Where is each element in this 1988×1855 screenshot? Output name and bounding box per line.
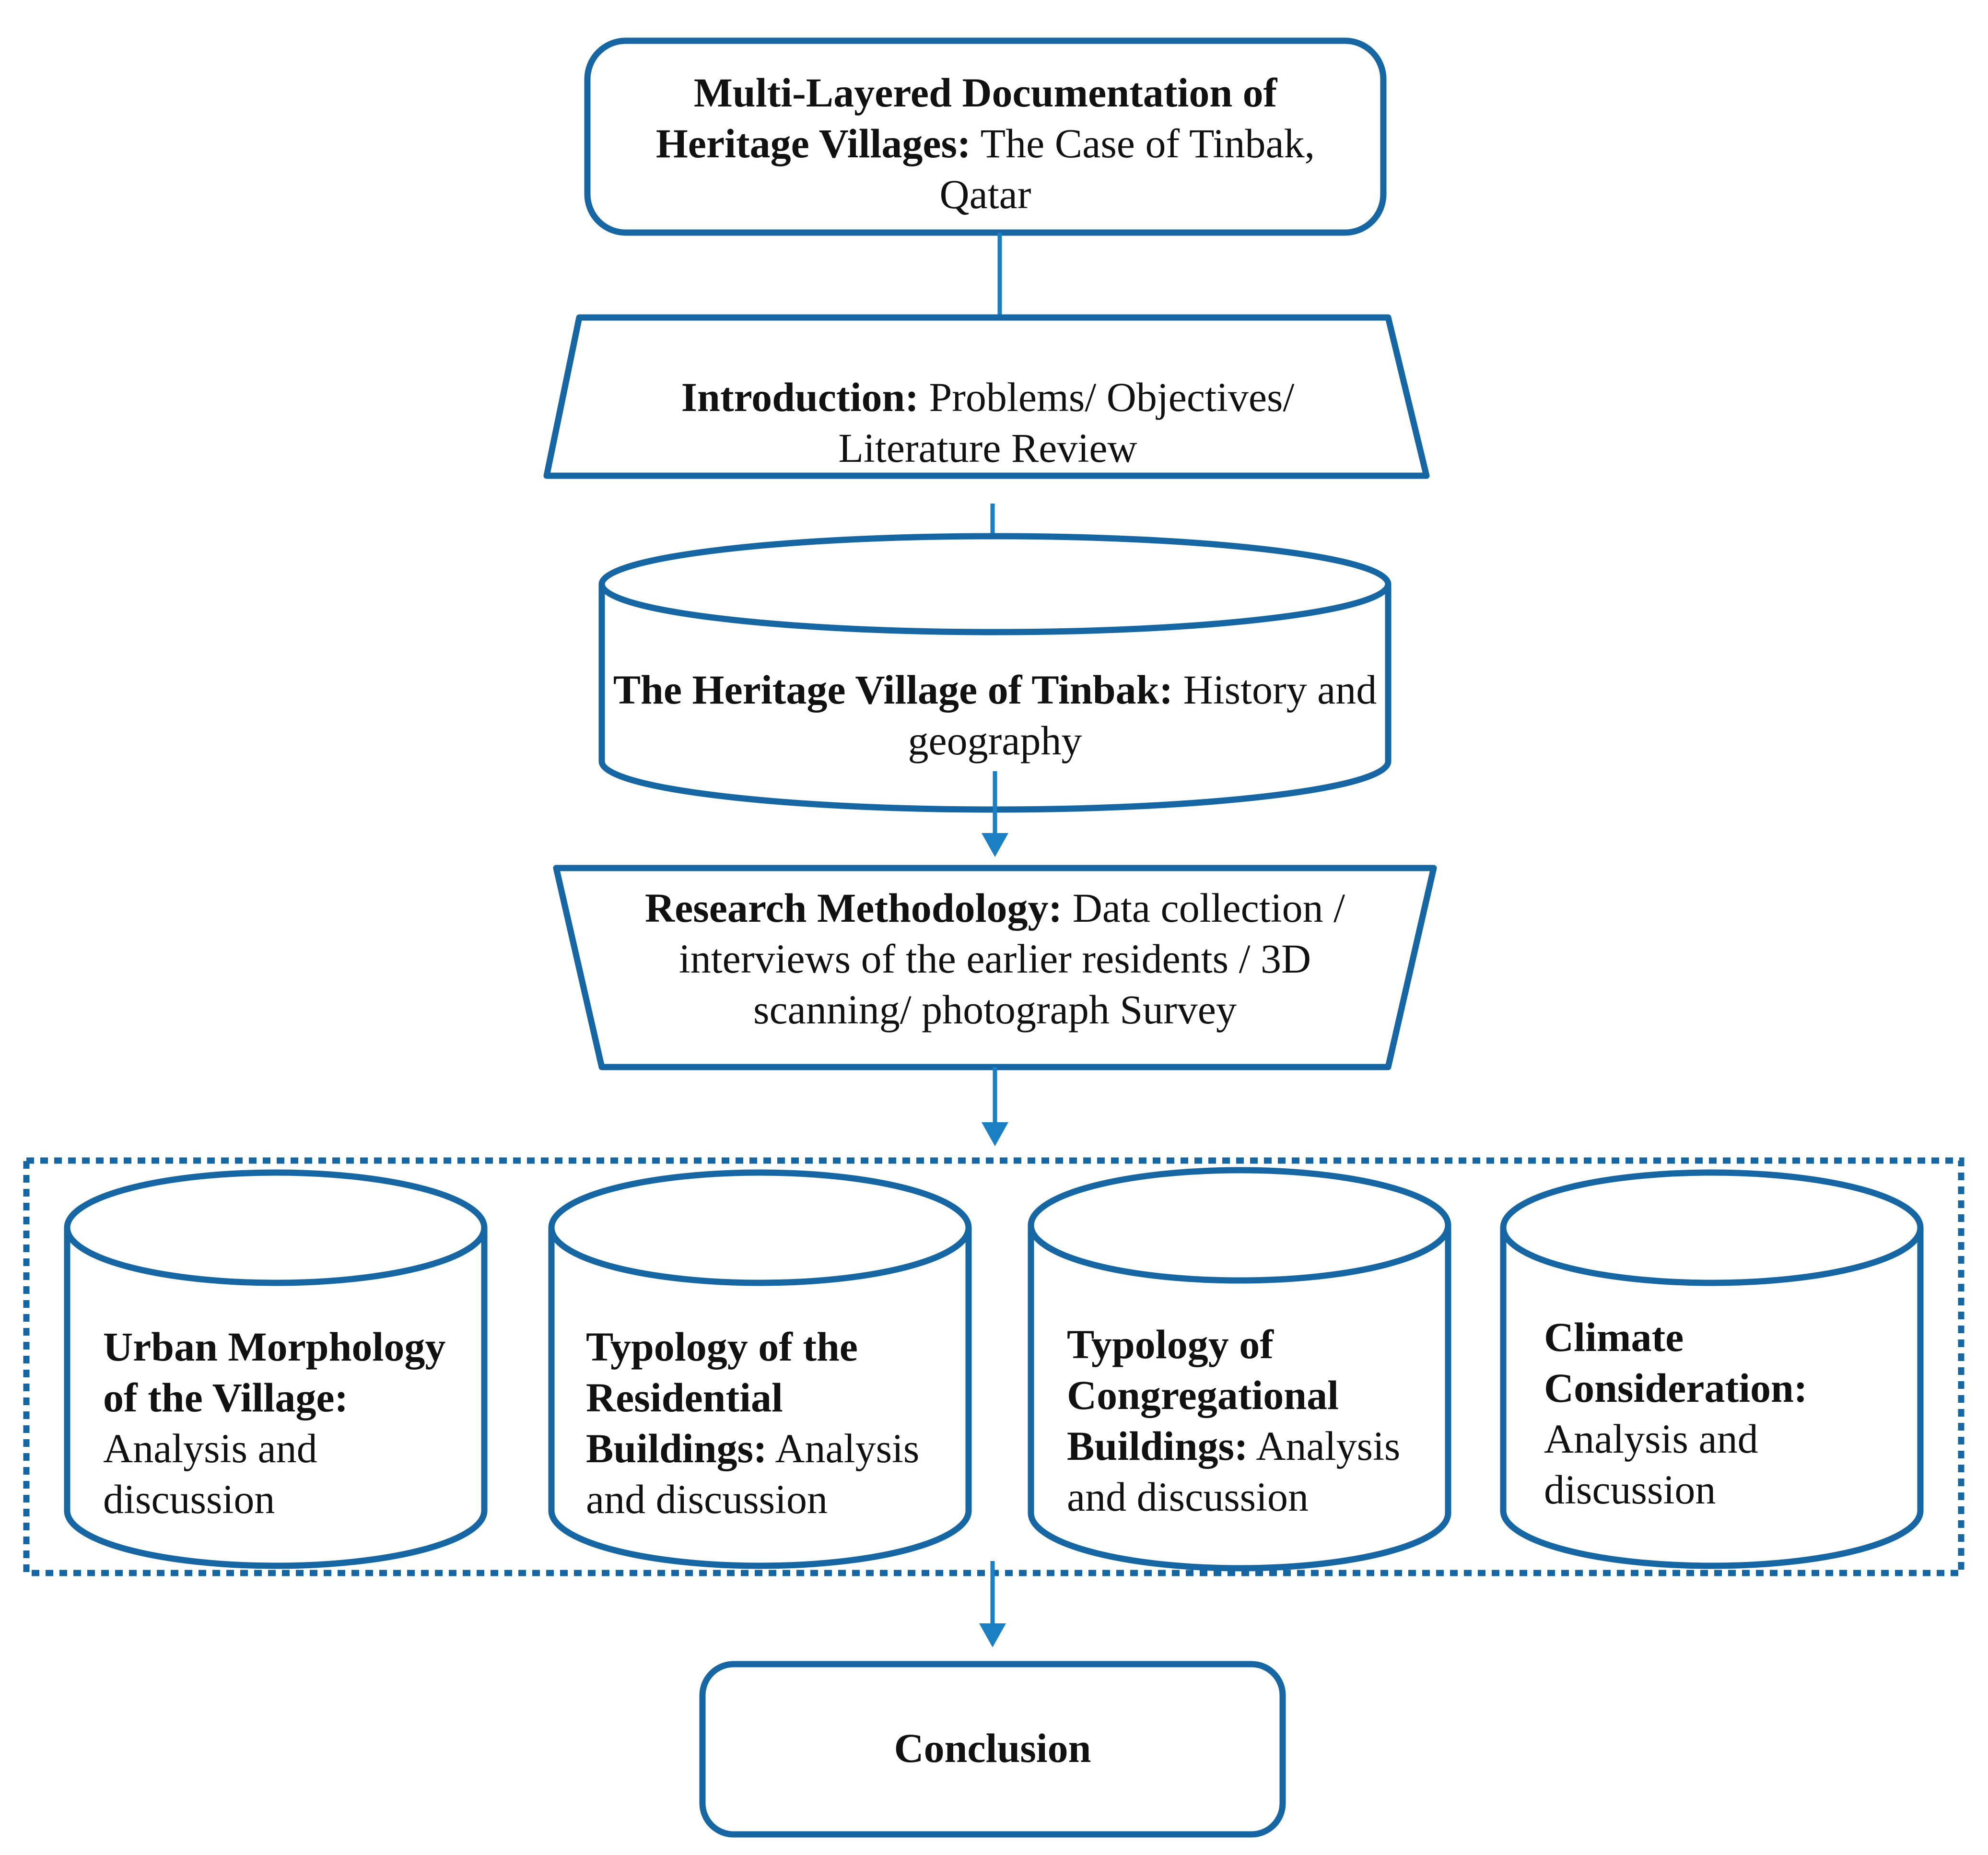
title-box-shape: [584, 37, 1387, 236]
title-bold-text: Multi-Layered Documentation of Heritage …: [655, 70, 1277, 166]
introduction-box-shape: [543, 314, 1430, 479]
climate-bold-text: Climate Consideration:: [1544, 1314, 1808, 1411]
urban-morphology-text: Urban Morphology of the Village: Analysi…: [103, 1321, 472, 1525]
climate-rest-text: Analysis and discussion: [1544, 1416, 1758, 1513]
residential-rest-text: Analysis and discussion: [586, 1425, 920, 1522]
conclusion-bold-text: Conclusion: [894, 1725, 1091, 1771]
urban-morphology-cylinder-shape: [64, 1169, 488, 1569]
conclusion-box-shape: [699, 1661, 1286, 1838]
residential-text: Typology of the Residential Buildings: A…: [586, 1321, 965, 1525]
title-text: Multi-Layered Documentation of Heritage …: [616, 67, 1355, 220]
introduction-text: Introduction: Problems/ Objectives/ Lite…: [633, 372, 1343, 473]
arrow-methodology-to-analysis: [982, 1067, 1008, 1146]
congregational-rest-text: Analysis and discussion: [1067, 1423, 1401, 1520]
introduction-bold-text: Introduction:: [681, 374, 919, 420]
conclusion-text: Conclusion: [712, 1723, 1273, 1773]
heritage-village-bold-text: The Heritage Village of Tinbak:: [613, 667, 1173, 713]
urban-morphology-bold-text: Urban Morphology of the Village:: [103, 1324, 446, 1421]
climate-text: Climate Consideration: Analysis and disc…: [1544, 1312, 1889, 1515]
arrow-analysis-to-conclusion: [979, 1561, 1006, 1647]
heritage-cylinder-shape: [598, 533, 1392, 813]
arrow-heritage-to-methodology: [982, 771, 1008, 857]
residential-bold-text: Typology of the Residential Buildings:: [586, 1324, 858, 1471]
congregational-text: Typology of Congregational Buildings: An…: [1067, 1319, 1446, 1522]
congregational-bold-text: Typology of Congregational Buildings:: [1067, 1321, 1339, 1469]
methodology-rest-text: Data collection / interviews of the earl…: [678, 885, 1345, 1033]
congregational-cylinder-shape: [1028, 1167, 1451, 1572]
heritage-village-text: The Heritage Village of Tinbak: History …: [609, 664, 1381, 766]
title-rest-text: The Case of Tinbak, Qatar: [939, 120, 1315, 217]
methodology-box-shape: [553, 865, 1437, 1070]
methodology-bold-text: Research Methodology:: [644, 885, 1063, 931]
methodology-text: Research Methodology: Data collection / …: [609, 882, 1381, 1035]
climate-cylinder-shape: [1500, 1169, 1924, 1569]
introduction-rest-text: Problems/ Objectives/ Literature Review: [838, 374, 1295, 471]
urban-morphology-rest-text: Analysis and discussion: [103, 1425, 317, 1522]
heritage-village-rest-text: History and geography: [908, 667, 1377, 763]
residential-cylinder-shape: [548, 1169, 972, 1569]
